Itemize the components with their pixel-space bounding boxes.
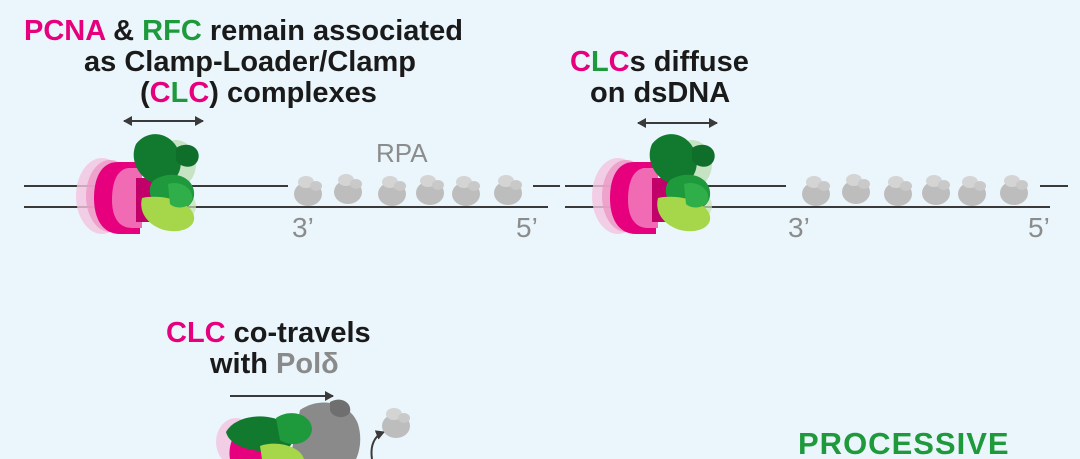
displaced-rpa-arrow: [370, 430, 385, 459]
processive-label: PROCESSIVE: [798, 426, 1010, 459]
rpa-cluster-1: [294, 174, 522, 206]
five-prime-label-2: 5’: [1028, 212, 1050, 243]
rpa-cluster-2: [802, 174, 1028, 206]
panel1-title-line2: as Clamp-Loader/Clamp: [84, 46, 416, 78]
five-prime-label-1: 5’: [516, 212, 538, 243]
displaced-rpa: [382, 408, 410, 438]
panel2-title-line2: on dsDNA: [590, 77, 731, 109]
panel3-graphics: [216, 391, 410, 459]
panel3-title-line2: with Polδ: [210, 348, 339, 380]
rfc-label: RFC: [142, 15, 202, 47]
panel1-title-line1: PCNA & RFC remain associated: [24, 15, 463, 47]
panel2-title-line1: CLCs diffuse: [570, 46, 749, 78]
panel3-title-line1: CLC co-travels: [166, 317, 371, 349]
clc-complex-3: [216, 413, 312, 459]
polymerase-delta: [290, 399, 361, 459]
rpa-label: RPA: [376, 138, 428, 168]
three-prime-label-2: 3’: [788, 212, 810, 243]
three-prime-label-1: 3’: [292, 212, 314, 243]
pcna-label: PCNA: [24, 15, 106, 47]
panel1-graphics: [24, 116, 560, 234]
clc-complex-2: [592, 134, 715, 234]
panel1-title-line3: (CLC) complexes: [140, 77, 377, 109]
panel2-graphics: [565, 118, 1068, 234]
clc-complex-1: [76, 134, 199, 234]
pol-delta-label: Polδ: [276, 348, 339, 380]
